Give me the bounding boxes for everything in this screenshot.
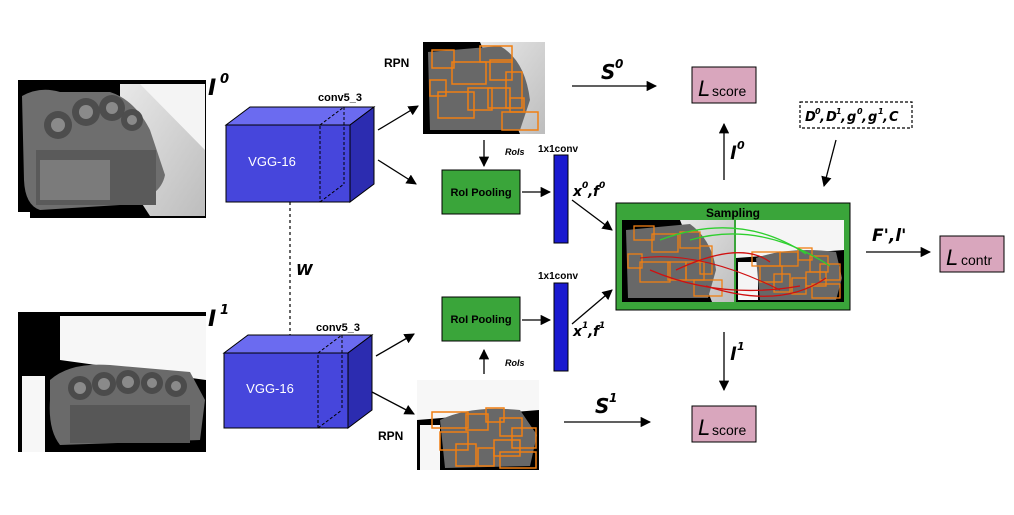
- aux-separator: ,: [819, 110, 825, 125]
- svg-text:score: score: [712, 422, 746, 438]
- loss-score-top: L score: [691, 66, 757, 104]
- sampling-module: Sampling: [615, 202, 851, 311]
- conv5_3-label-bottom: conv5_3: [316, 322, 360, 334]
- svg-text:f: f: [593, 324, 601, 340]
- rpn-image-top: [423, 42, 545, 134]
- aux-symbol: D: [805, 110, 816, 125]
- conv1x1-label-top: 1x1conv: [538, 144, 578, 155]
- image-1-label: I 1: [208, 303, 229, 332]
- input-image-1: [18, 312, 206, 452]
- aux-symbol-sup: 0: [857, 107, 863, 116]
- svg-text:x: x: [572, 184, 583, 200]
- feature-label-top: x 0 , f 0: [572, 181, 605, 200]
- rpn-label-bottom: RPN: [378, 429, 403, 443]
- svg-text:l: l: [730, 344, 737, 365]
- label-fprime-lprime: F',l': [872, 226, 906, 246]
- conv5_3-label-top: conv5_3: [318, 92, 362, 104]
- svg-text:L: L: [698, 76, 710, 101]
- shared-weights-label: W: [296, 261, 314, 279]
- roi-pooling-label-bottom: RoI Pooling: [450, 314, 511, 326]
- svg-text:l: l: [730, 143, 737, 164]
- aux-symbol-sup: 1: [836, 107, 842, 116]
- svg-text:0: 0: [220, 72, 229, 87]
- conv1x1-label-bottom: 1x1conv: [538, 271, 578, 282]
- svg-text:L: L: [946, 245, 958, 270]
- aux-symbol: C: [889, 110, 899, 125]
- vgg16-label-bottom: VGG-16: [246, 381, 294, 396]
- svg-text:S: S: [601, 60, 615, 84]
- conv1x1-bar-bottom: [553, 282, 569, 372]
- loss-score-bottom: L score: [691, 405, 757, 443]
- rpn-label-top: RPN: [384, 56, 409, 70]
- svg-text:0: 0: [599, 181, 605, 191]
- aux-symbol: g: [847, 110, 856, 125]
- aux-symbol-sup: 1: [878, 107, 884, 116]
- sampling-title: Sampling: [706, 206, 760, 220]
- aux-symbol: D: [826, 110, 837, 125]
- roi-pooling-top: [441, 169, 521, 215]
- svg-text:1: 1: [599, 321, 605, 331]
- svg-text:1: 1: [220, 303, 229, 318]
- score-label-top: S 0: [601, 57, 623, 84]
- roi-pooling-bottom: [441, 296, 521, 342]
- svg-text:I: I: [208, 307, 216, 332]
- vgg16-block-top: VGG-16: [224, 106, 376, 203]
- input-image-0: [18, 80, 206, 218]
- vgg16-block-bottom: VGG-16: [222, 334, 374, 429]
- svg-text:0: 0: [582, 181, 588, 191]
- aux-separator: ,: [882, 110, 888, 125]
- svg-text:1: 1: [609, 391, 617, 405]
- label-l1: l 1: [730, 340, 745, 365]
- vgg16-label-top: VGG-16: [248, 154, 296, 169]
- image-0-label: I 0: [208, 72, 229, 101]
- aux-symbol: g: [868, 110, 877, 125]
- svg-text:x: x: [572, 324, 583, 340]
- svg-text:f: f: [593, 184, 601, 200]
- feature-label-bottom: x 1 , f 1: [572, 321, 605, 340]
- rpn-image-bottom: [417, 380, 539, 470]
- aux-symbol-sup: 0: [815, 107, 821, 116]
- rois-label-top: RoIs: [505, 147, 525, 157]
- conv1x1-bar-top: [553, 154, 569, 244]
- roi-pooling-label-top: RoI Pooling: [450, 187, 511, 199]
- arrows: [371, 80, 932, 428]
- svg-text:,: ,: [587, 324, 593, 340]
- svg-text:I: I: [208, 76, 216, 101]
- svg-text:S: S: [595, 394, 609, 418]
- label-l0: l 0: [730, 139, 745, 164]
- svg-text:contr: contr: [961, 252, 992, 268]
- svg-text:score: score: [712, 83, 746, 99]
- svg-text:1: 1: [582, 321, 588, 331]
- aux-separator: ,: [840, 110, 846, 125]
- svg-text:0: 0: [615, 57, 623, 71]
- svg-text:L: L: [698, 415, 710, 440]
- svg-text:,: ,: [587, 184, 593, 200]
- score-label-bottom: S 1: [595, 391, 617, 418]
- svg-text:1: 1: [737, 340, 745, 353]
- aux-separator: ,: [861, 110, 867, 125]
- svg-text:0: 0: [737, 139, 745, 152]
- loss-contrastive: L contr: [939, 235, 1005, 273]
- rois-label-bottom: RoIs: [505, 358, 525, 368]
